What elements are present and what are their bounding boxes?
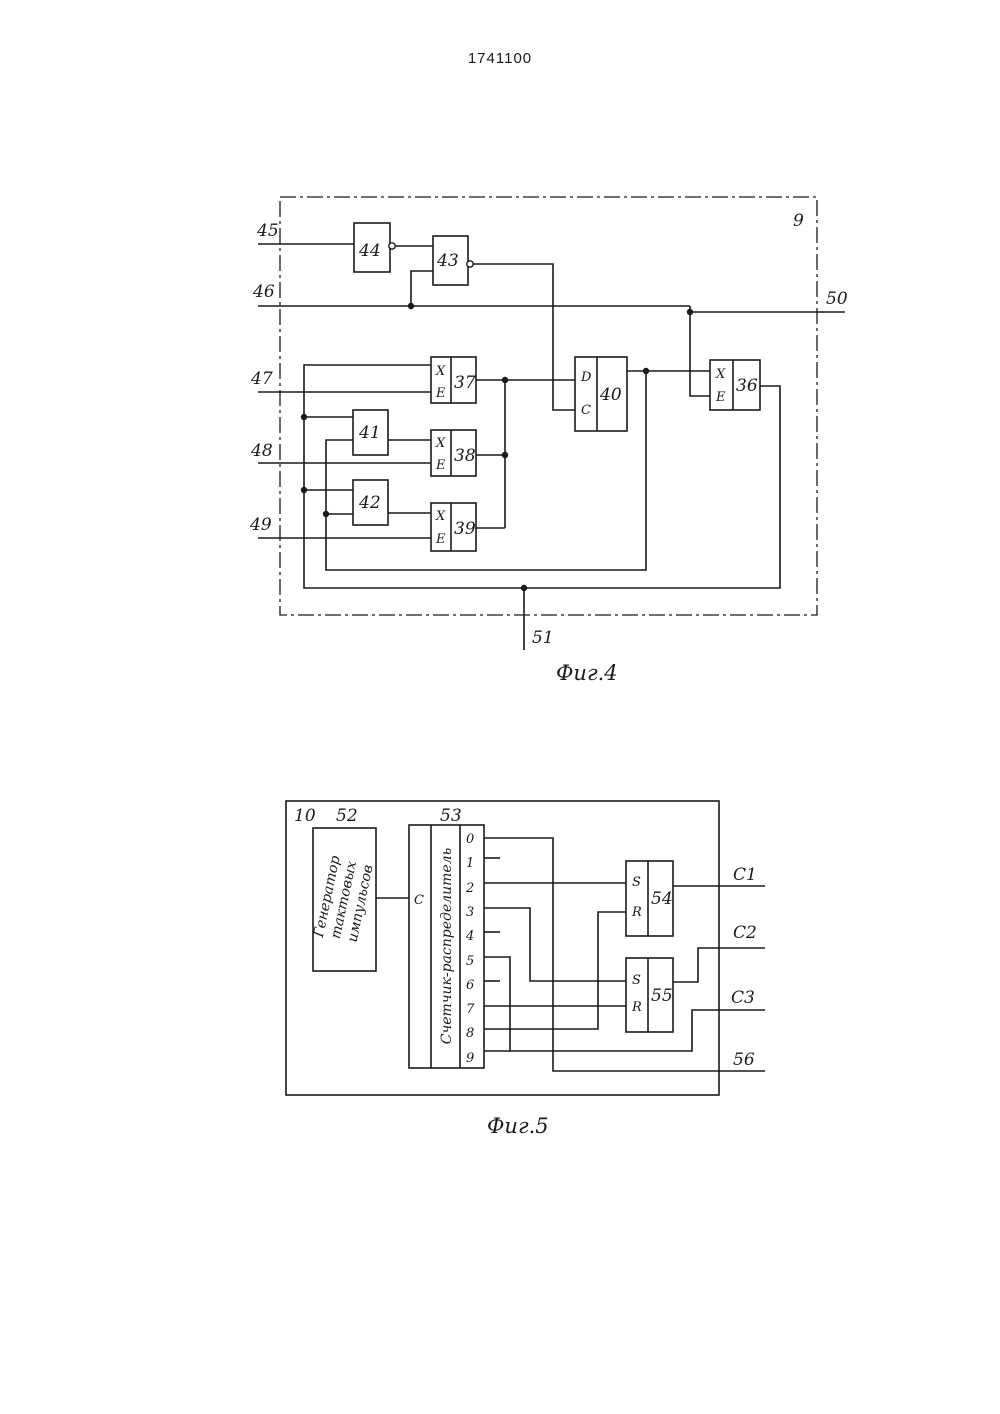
- element-36-pin-x: X: [715, 367, 726, 382]
- element-40-label: 40: [599, 385, 622, 405]
- counter-output-2: 2: [465, 881, 474, 896]
- figure-5: 10 52 53 Генератор тактовых импульсов C …: [286, 801, 765, 1138]
- element-44: 44: [354, 223, 395, 272]
- element-37: X E 37: [431, 357, 476, 403]
- terminal-47: 47: [250, 369, 273, 389]
- block-10-label: 10: [294, 806, 316, 826]
- element-38: X E 38: [431, 430, 476, 476]
- trigger-54: S R 54: [626, 861, 673, 936]
- block-9-label: 9: [793, 211, 804, 231]
- generator-number: 52: [336, 806, 358, 826]
- counter-distributor-53: C Счетчик-распределитель 0 1 2 3 4 5 6 7 8 9: [409, 825, 484, 1068]
- output-c3: C3: [731, 988, 755, 1008]
- trigger-54-pin-r: R: [631, 905, 642, 920]
- element-36: X E 36: [710, 360, 760, 410]
- terminal-50: 50: [826, 289, 848, 309]
- counter-output-4: 4: [465, 929, 474, 944]
- counter-text: Счетчик-распределитель: [439, 848, 455, 1044]
- counter-output-0: 0: [466, 832, 474, 847]
- counter-output-8: 8: [466, 1026, 474, 1041]
- trigger-54-pin-s: S: [632, 875, 641, 890]
- element-39-label: 39: [454, 519, 476, 539]
- element-43: 43: [433, 236, 473, 285]
- terminal-46: 46: [252, 282, 275, 302]
- element-43-label: 43: [436, 251, 459, 271]
- element-40-pin-d: D: [580, 370, 592, 385]
- fig4-wires: [258, 244, 845, 650]
- trigger-55-label: 55: [651, 986, 673, 1006]
- counter-output-9: 9: [466, 1051, 474, 1066]
- element-38-pin-e: E: [435, 458, 446, 473]
- counter-output-7: 7: [466, 1002, 475, 1017]
- terminal-49: 49: [249, 515, 272, 535]
- element-40-pin-c: C: [581, 403, 591, 418]
- element-44-label: 44: [358, 241, 381, 261]
- trigger-54-label: 54: [651, 889, 673, 909]
- counter-output-5: 5: [466, 954, 474, 969]
- counter-number: 53: [440, 806, 462, 826]
- element-36-label: 36: [736, 376, 758, 396]
- output-c2: C2: [733, 923, 757, 943]
- element-36-pin-e: E: [715, 390, 726, 405]
- counter-output-1: 1: [466, 856, 474, 871]
- terminal-45: 45: [256, 221, 279, 241]
- element-41-label: 41: [358, 423, 381, 443]
- counter-output-3: 3: [466, 905, 474, 920]
- element-38-label: 38: [454, 446, 476, 466]
- element-39-pin-x: X: [435, 509, 446, 524]
- element-42-label: 42: [358, 493, 381, 513]
- trigger-55: S R 55: [626, 958, 673, 1032]
- figure-4: 9: [249, 197, 848, 685]
- trigger-55-pin-r: R: [631, 1000, 642, 1015]
- terminal-51: 51: [532, 628, 554, 648]
- counter-output-6: 6: [466, 978, 474, 993]
- figure-5-caption: Фиг.5: [487, 1114, 549, 1138]
- element-37-pin-e: E: [435, 386, 446, 401]
- fig5-wires: [484, 838, 765, 1071]
- terminal-48: 48: [250, 441, 273, 461]
- element-39-pin-e: E: [435, 532, 446, 547]
- counter-clock-pin: C: [414, 893, 424, 908]
- output-c1: C1: [733, 865, 757, 885]
- element-37-label: 37: [454, 373, 476, 393]
- element-39: X E 39: [431, 503, 476, 551]
- element-41: 41: [353, 410, 388, 455]
- element-37-pin-x: X: [435, 364, 446, 379]
- output-56: 56: [733, 1050, 755, 1070]
- element-40: D C 40: [575, 357, 627, 431]
- element-38-pin-x: X: [435, 436, 446, 451]
- figure-4-caption: Фиг.4: [556, 661, 618, 685]
- clock-generator-52: Генератор тактовых импульсов: [311, 828, 377, 971]
- trigger-55-pin-s: S: [632, 973, 641, 988]
- element-42: 42: [353, 480, 388, 525]
